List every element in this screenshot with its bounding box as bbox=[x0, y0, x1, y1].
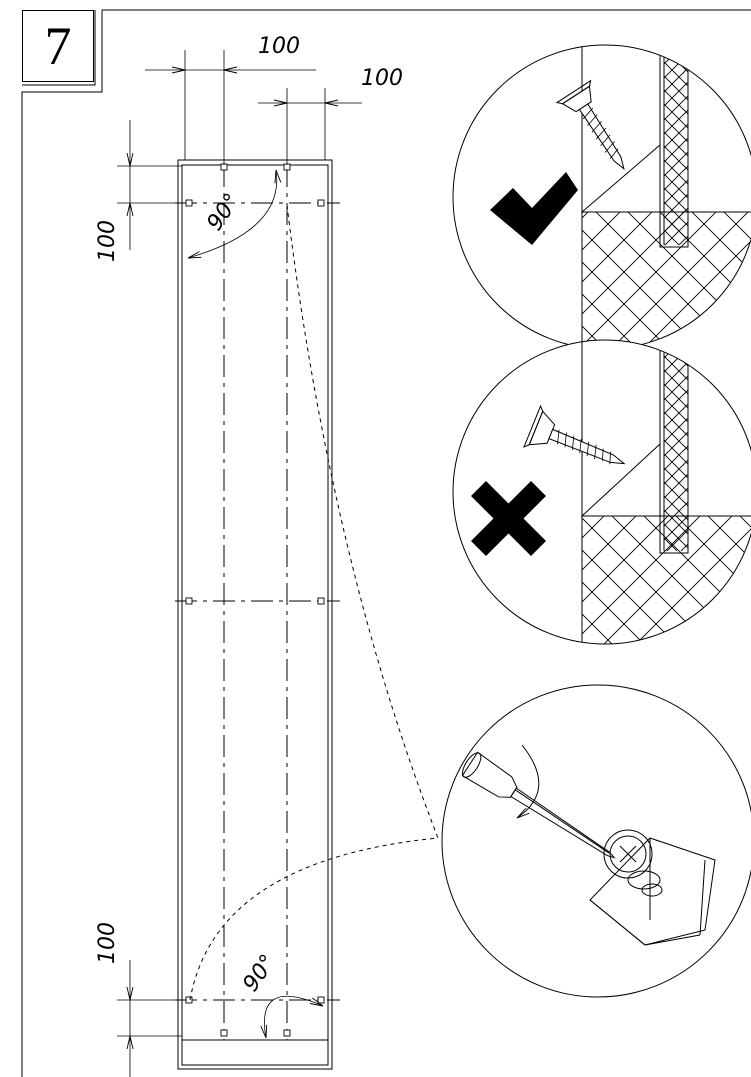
left-top-dimension bbox=[117, 120, 186, 250]
step-number-box: 7 bbox=[22, 10, 94, 82]
top-angle-label: 90° bbox=[202, 189, 245, 235]
drilling-center-lines bbox=[175, 165, 340, 1040]
top-left-dimension-label: 100 bbox=[258, 34, 300, 59]
step-number: 7 bbox=[44, 16, 72, 76]
cabinet-panel bbox=[177, 159, 333, 1070]
incorrect-screw-detail bbox=[452, 339, 751, 645]
left-top-dimension-label: 100 bbox=[95, 220, 120, 262]
screwdriver-detail bbox=[441, 684, 751, 998]
bottom-angle-label: 90° bbox=[238, 950, 281, 996]
top-left-dimension bbox=[145, 50, 316, 165]
bottom-angle-arc bbox=[264, 995, 323, 1038]
top-angle-arc bbox=[188, 170, 277, 258]
drill-points bbox=[185, 163, 325, 1037]
correct-screw-detail bbox=[452, 44, 751, 350]
callout-leader-lines bbox=[189, 204, 439, 1001]
top-right-dimension bbox=[258, 88, 362, 165]
sheet-frame bbox=[21, 9, 751, 1077]
top-right-dimension-label: 100 bbox=[361, 66, 403, 91]
left-bottom-dimension-label: 100 bbox=[95, 922, 120, 964]
cross-icon bbox=[471, 481, 546, 556]
checkmark-icon bbox=[490, 172, 578, 245]
left-bottom-dimension bbox=[117, 960, 186, 1077]
